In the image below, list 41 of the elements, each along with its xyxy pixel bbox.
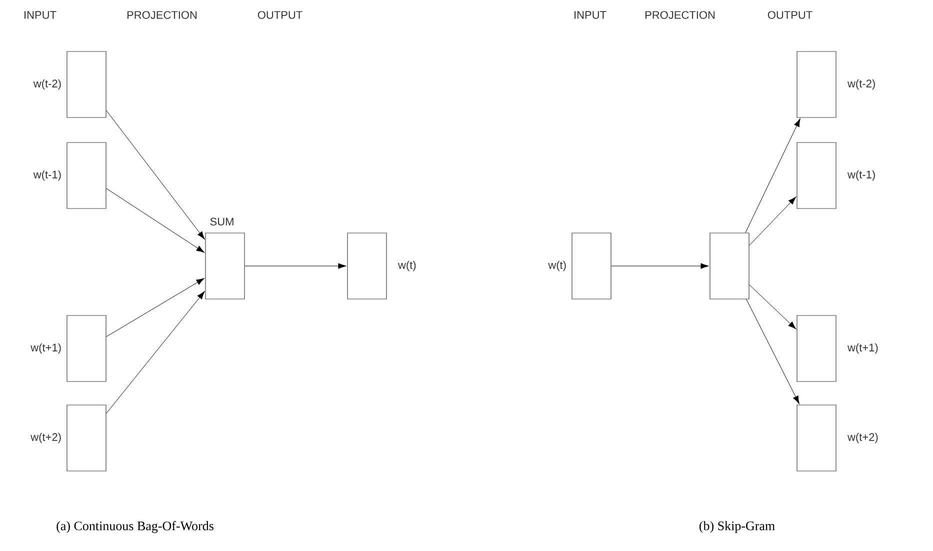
caption: (b) Skip-Gram [700, 521, 775, 533]
word-label: w(t+2) [848, 432, 878, 444]
box [205, 232, 245, 300]
box [796, 404, 836, 472]
word-label: w(t-2) [33, 79, 61, 90]
arrow [745, 118, 800, 233]
box [66, 51, 106, 118]
word-label: w(t+1) [848, 343, 878, 354]
box [796, 142, 836, 209]
word-label: w(t+2) [30, 432, 61, 444]
arrow [106, 291, 205, 414]
word-label: w(t) [398, 260, 416, 272]
box [572, 232, 612, 300]
box [347, 232, 387, 300]
word-label: w(t-1) [33, 170, 61, 181]
box [796, 315, 836, 382]
arrow [106, 110, 205, 240]
word-label: w(t-2) [848, 79, 875, 90]
column-heading: INPUT [24, 11, 56, 19]
arrow [106, 278, 204, 337]
column-heading: PROJECTION [127, 11, 197, 19]
arrow [749, 284, 796, 330]
box [796, 51, 836, 118]
word-label: w(t+1) [30, 343, 61, 354]
column-heading: PROJECTION [645, 11, 715, 19]
arrow [106, 188, 204, 253]
arrow [749, 196, 796, 246]
caption: (a) Continuous Bag-Of-Words [56, 521, 214, 533]
word-label: SUM [210, 218, 234, 226]
arrow [746, 299, 800, 404]
box [66, 404, 106, 472]
word-label: w(t) [548, 260, 566, 272]
word-label: w(t-1) [848, 170, 875, 181]
column-heading: INPUT [574, 11, 606, 19]
box [66, 142, 106, 209]
box [710, 232, 750, 300]
arrow [611, 263, 709, 269]
arrow [244, 263, 346, 269]
box [66, 315, 106, 382]
column-heading: OUTPUT [768, 11, 812, 19]
column-heading: OUTPUT [258, 11, 302, 19]
